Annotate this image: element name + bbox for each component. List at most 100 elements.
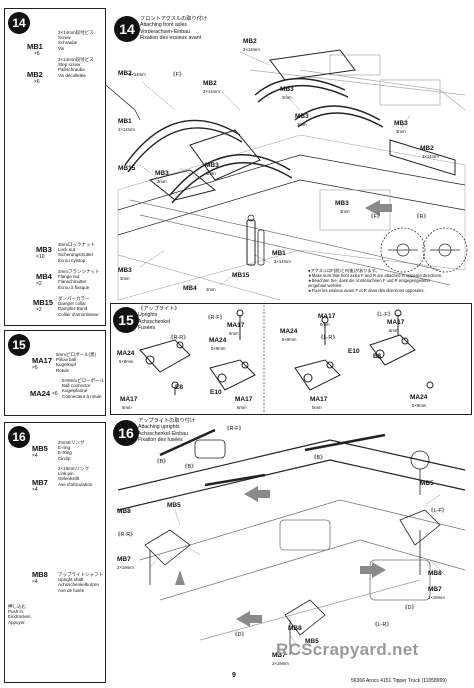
callout-mb7-size: 2×19mm <box>117 565 134 570</box>
callout-mb3-size: 3mm <box>340 209 350 214</box>
part-count: ×2 <box>36 307 42 313</box>
callout-ma17-size: 5mm <box>122 405 132 410</box>
chassis-step16 <box>117 428 466 655</box>
sidebar-step14-parts-panel <box>4 8 106 326</box>
watermark: RCScrapyard.net <box>276 640 419 659</box>
label-r-f: 《R-F》 <box>205 315 226 321</box>
step-number-badge: 15 <box>8 334 30 356</box>
callout-ma17: MA17 <box>227 322 245 329</box>
callout-mb15: MB15 <box>232 272 250 279</box>
step-number-badge: 16 <box>113 420 139 446</box>
callout-ma24-size: 5×9mm <box>119 359 134 364</box>
part-count: ×4 <box>32 487 38 493</box>
part-code: MB5 <box>32 444 48 453</box>
callout-mb1-size: 3×14mm <box>118 127 135 132</box>
part-code: MB3 <box>36 245 52 254</box>
uprights-step15 <box>139 305 434 415</box>
sidebar-step16-parts-panel <box>4 422 106 683</box>
callout-mb3: MB3 <box>205 162 219 169</box>
part-count: ×4 <box>32 453 38 459</box>
callout-mb3-size: 3mm <box>297 122 307 127</box>
callout-mb3-size: 3mm <box>206 171 216 176</box>
part-code: MB7 <box>32 478 48 487</box>
callout-mb5: MB5 <box>420 480 434 487</box>
callout-mb3: MB3 <box>295 113 309 120</box>
detail-label-f: 《F》 <box>368 214 383 220</box>
callout-mb8: MB8 <box>428 570 442 577</box>
callout-ma24-size: 5×9mm <box>412 403 427 408</box>
callout-mb2: MB2 <box>118 70 132 77</box>
label-l-r: 《L-R》 <box>372 622 392 628</box>
callout-mb5: MB5 <box>167 502 181 509</box>
direction-arrows <box>175 200 392 627</box>
callout-mb15: MB15 <box>118 165 136 172</box>
callout-mb5: MB5 <box>305 638 319 645</box>
label-l-r: 《L-R》 <box>318 335 338 341</box>
callout-ma24: MA24 <box>410 394 428 401</box>
step-number-badge: 14 <box>114 16 140 42</box>
label-b: 《B》 <box>182 464 197 470</box>
label-d: 《D》 <box>402 605 417 611</box>
callout-f: 《F》 <box>170 72 185 78</box>
callout-mb1: MB1 <box>272 250 286 257</box>
callout-mb3: MB3 <box>155 170 169 177</box>
callout-mb8: MB8 <box>117 508 131 515</box>
label-l-f: 《L-F》 <box>428 508 448 514</box>
label-b: 《B》 <box>154 459 169 465</box>
part-code: MB4 <box>36 272 52 281</box>
step-number-badge: 16 <box>8 426 30 448</box>
callout-mb7: MB7 <box>272 652 286 659</box>
callout-ma24: MA24 <box>117 350 135 357</box>
part-code: MB1 <box>27 42 43 51</box>
label-r-f: 《R-F》 <box>224 426 245 432</box>
callout-mb4: MB4 <box>183 285 197 292</box>
part-count: ×6 <box>34 79 40 85</box>
step14-note: ●アクスルはF(前)とR(後)があります。★Make sure that fro… <box>308 268 443 293</box>
callout-mb2: MB2 <box>243 38 257 45</box>
part-count: ×6 <box>52 391 58 397</box>
callout-mb7: MB7 <box>117 556 131 563</box>
step-number-badge: 14 <box>8 12 30 34</box>
page-number: 9 <box>232 672 236 679</box>
callout-mb2-size: 3×14mm <box>129 72 146 77</box>
part-count: ×6 <box>32 365 38 371</box>
callout-ma17-size: 5mm <box>320 322 330 327</box>
callout-mb8: MB8 <box>288 625 302 632</box>
callout-mb2-size: 3×14mm <box>243 47 260 52</box>
callout-ma24: MA24 <box>280 328 298 335</box>
callout-ma17-size: 5mm <box>229 331 239 336</box>
part-count: ×10 <box>36 254 45 260</box>
part-count: ×6 <box>34 51 40 57</box>
page-footer: 56366 Arocs 4151 Tipper Truck (11058999) <box>351 678 447 684</box>
part-code: MB15 <box>33 298 54 307</box>
callout-e8: E8 <box>373 353 381 360</box>
callout-ma17: MA17 <box>318 313 336 320</box>
part-code: MA17 <box>32 356 53 365</box>
part-count: ×4 <box>32 579 38 585</box>
callout-ma17: MA17 <box>120 396 138 403</box>
label-b: 《B》 <box>311 455 326 461</box>
callout-mb2: MB2 <box>203 80 217 87</box>
part-code: MB2 <box>27 70 43 79</box>
detail-label-r: 《R》 <box>414 214 429 220</box>
callout-mb2-size: 3×14mm <box>203 89 220 94</box>
callout-ma17-size: 5mm <box>312 405 322 410</box>
callout-mb7-size: 2×19mm <box>428 595 445 600</box>
step15-panel <box>110 303 472 415</box>
callout-mb3: MB3 <box>335 200 349 207</box>
callout-mb1-size: 3×14mm <box>274 259 291 264</box>
step-number-badge: 15 <box>113 307 139 333</box>
callout-e10: E10 <box>348 348 360 355</box>
axle-arches-step14 <box>124 49 456 204</box>
